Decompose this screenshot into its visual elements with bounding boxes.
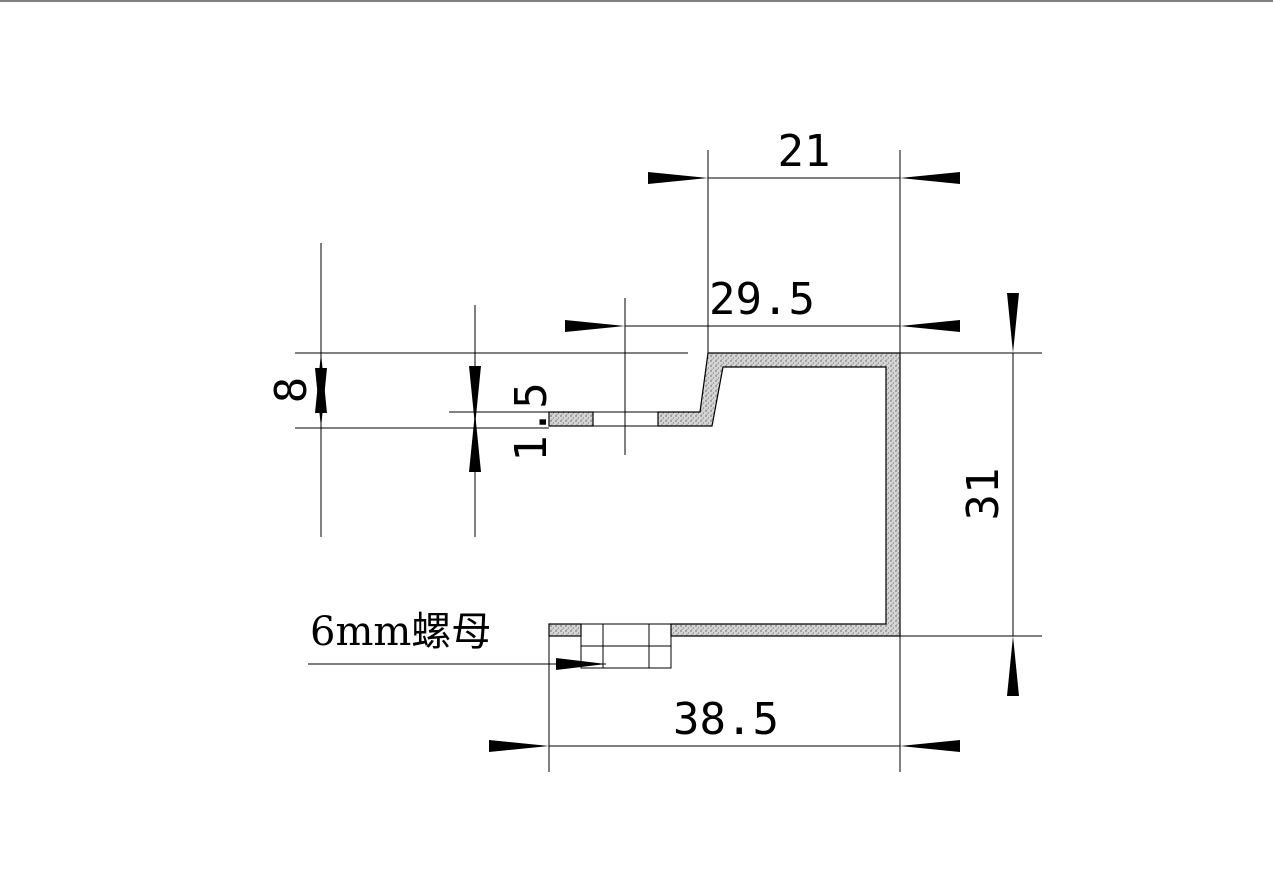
profile-section	[548, 352, 901, 669]
nut-leader: 6mm螺母	[308, 609, 606, 670]
dim-flange-width: 29.5	[565, 274, 960, 455]
dim-bottom-width-label: 38.5	[673, 694, 779, 745]
dim-thickness-label: 1.5	[506, 382, 557, 461]
dim-height-label: 31	[958, 468, 1009, 521]
profile-bottom-flange	[548, 623, 582, 637]
profile-flange-left	[548, 411, 594, 427]
profile-wall-main	[657, 352, 901, 637]
dim-thickness: 1.5	[449, 305, 557, 537]
dim-top-width: 21	[648, 126, 960, 353]
dim-top-width-label: 21	[778, 126, 831, 177]
dim-step-height: 8	[266, 243, 688, 537]
dim-flange-width-label: 29.5	[709, 274, 815, 325]
dim-height: 31	[900, 293, 1042, 696]
dim-step-height-label: 8	[266, 377, 317, 404]
dim-bottom-width: 38.5	[489, 636, 960, 772]
nut-note-label: 6mm螺母	[310, 609, 491, 655]
